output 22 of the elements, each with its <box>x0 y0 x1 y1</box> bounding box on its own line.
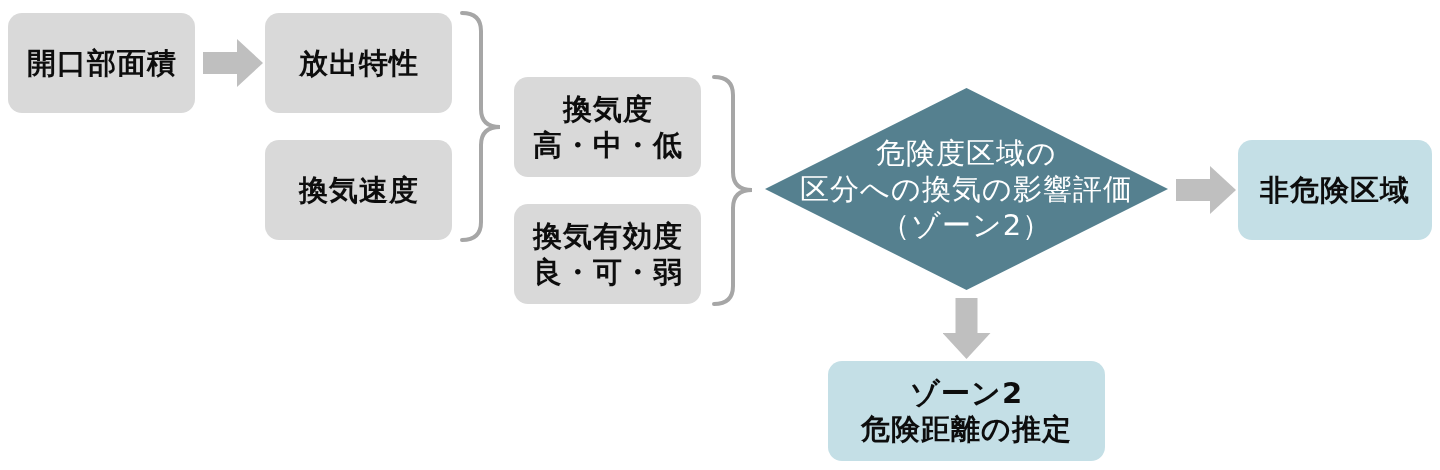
process-box <box>1238 140 1432 240</box>
process-box <box>265 13 452 113</box>
box-label: 換気有効度 <box>532 218 683 254</box>
box-label: 高・中・低 <box>532 127 683 163</box>
process-box <box>265 140 452 240</box>
block-arrow <box>1176 166 1236 214</box>
process-box <box>828 361 1105 461</box>
box-label: 良・可・弱 <box>532 254 683 290</box>
box-label: 放出特性 <box>298 45 419 81</box>
box-label: 危険距離の推定 <box>861 411 1072 447</box>
block-arrow <box>942 298 991 359</box>
process-box <box>514 77 701 177</box>
box-label: 非危険区域 <box>1260 172 1410 208</box>
diamond-label: （ゾーン2） <box>880 207 1053 243</box>
box-label: 換気度 <box>562 91 653 127</box>
block-arrow <box>203 39 263 87</box>
process-box <box>514 204 701 304</box>
diamond-label: 危険度区域の区分への換気の影響評価 <box>800 136 1133 206</box>
box-label: 開口部面積 <box>26 45 177 81</box>
process-box <box>8 13 195 113</box>
box-label: ゾーン2 <box>909 375 1024 411</box>
box-label: 換気速度 <box>298 172 419 208</box>
